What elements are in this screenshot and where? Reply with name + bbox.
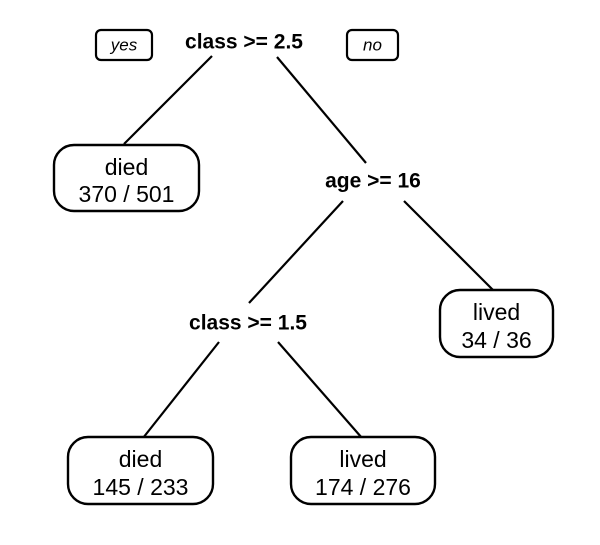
edge-group	[123, 55, 494, 439]
leaf-node-lived-174[interactable]: lived 174 / 276	[289, 435, 437, 506]
leaf-node-died-370[interactable]: died 370 / 501	[52, 143, 201, 213]
edge-class15-to-died145	[142, 341, 220, 439]
yes-flag-box	[94, 28, 154, 62]
leaf-node-lived-34-counts: 34 / 36	[461, 327, 531, 353]
leaf-node-died-370-box	[52, 143, 201, 213]
leaf-node-lived-174-box	[289, 435, 437, 506]
split-node-class15-label: class >= 1.5	[189, 312, 307, 335]
leaf-node-died-145-counts: 145 / 233	[93, 474, 189, 500]
branch-flag-yes: yes	[94, 28, 154, 62]
leaf-node-lived-174-outcome: lived	[339, 446, 386, 472]
leaf-node-lived-174-counts: 174 / 276	[315, 474, 411, 500]
split-node-root-label: class >= 2.5	[185, 31, 303, 54]
leaf-node-lived-34[interactable]: lived 34 / 36	[438, 288, 555, 359]
edge-age-to-class15	[248, 200, 344, 304]
branch-flag-no: no	[345, 28, 400, 62]
split-node-root[interactable]: class >= 2.5	[185, 31, 303, 54]
split-node-class15[interactable]: class >= 1.5	[189, 312, 307, 335]
leaf-node-lived-34-outcome: lived	[473, 299, 520, 325]
leaf-node-lived-34-box	[438, 288, 555, 359]
no-flag-box	[345, 28, 400, 62]
yes-flag-label: yes	[110, 35, 138, 54]
no-flag-label: no	[363, 35, 382, 54]
leaf-node-died-145-outcome: died	[119, 446, 162, 472]
leaf-node-died-370-counts: 370 / 501	[79, 181, 175, 207]
edge-root-to-died370	[123, 55, 213, 145]
leaf-node-died-370-outcome: died	[105, 154, 148, 180]
split-node-age-label: age >= 16	[325, 170, 421, 193]
leaf-node-died-145-box	[66, 435, 215, 506]
edge-class15-to-lived174	[277, 341, 363, 439]
edge-age-to-lived34	[403, 200, 494, 291]
split-node-age[interactable]: age >= 16	[325, 170, 421, 193]
edge-root-to-age	[276, 56, 367, 164]
leaf-node-died-145[interactable]: died 145 / 233	[66, 435, 215, 506]
